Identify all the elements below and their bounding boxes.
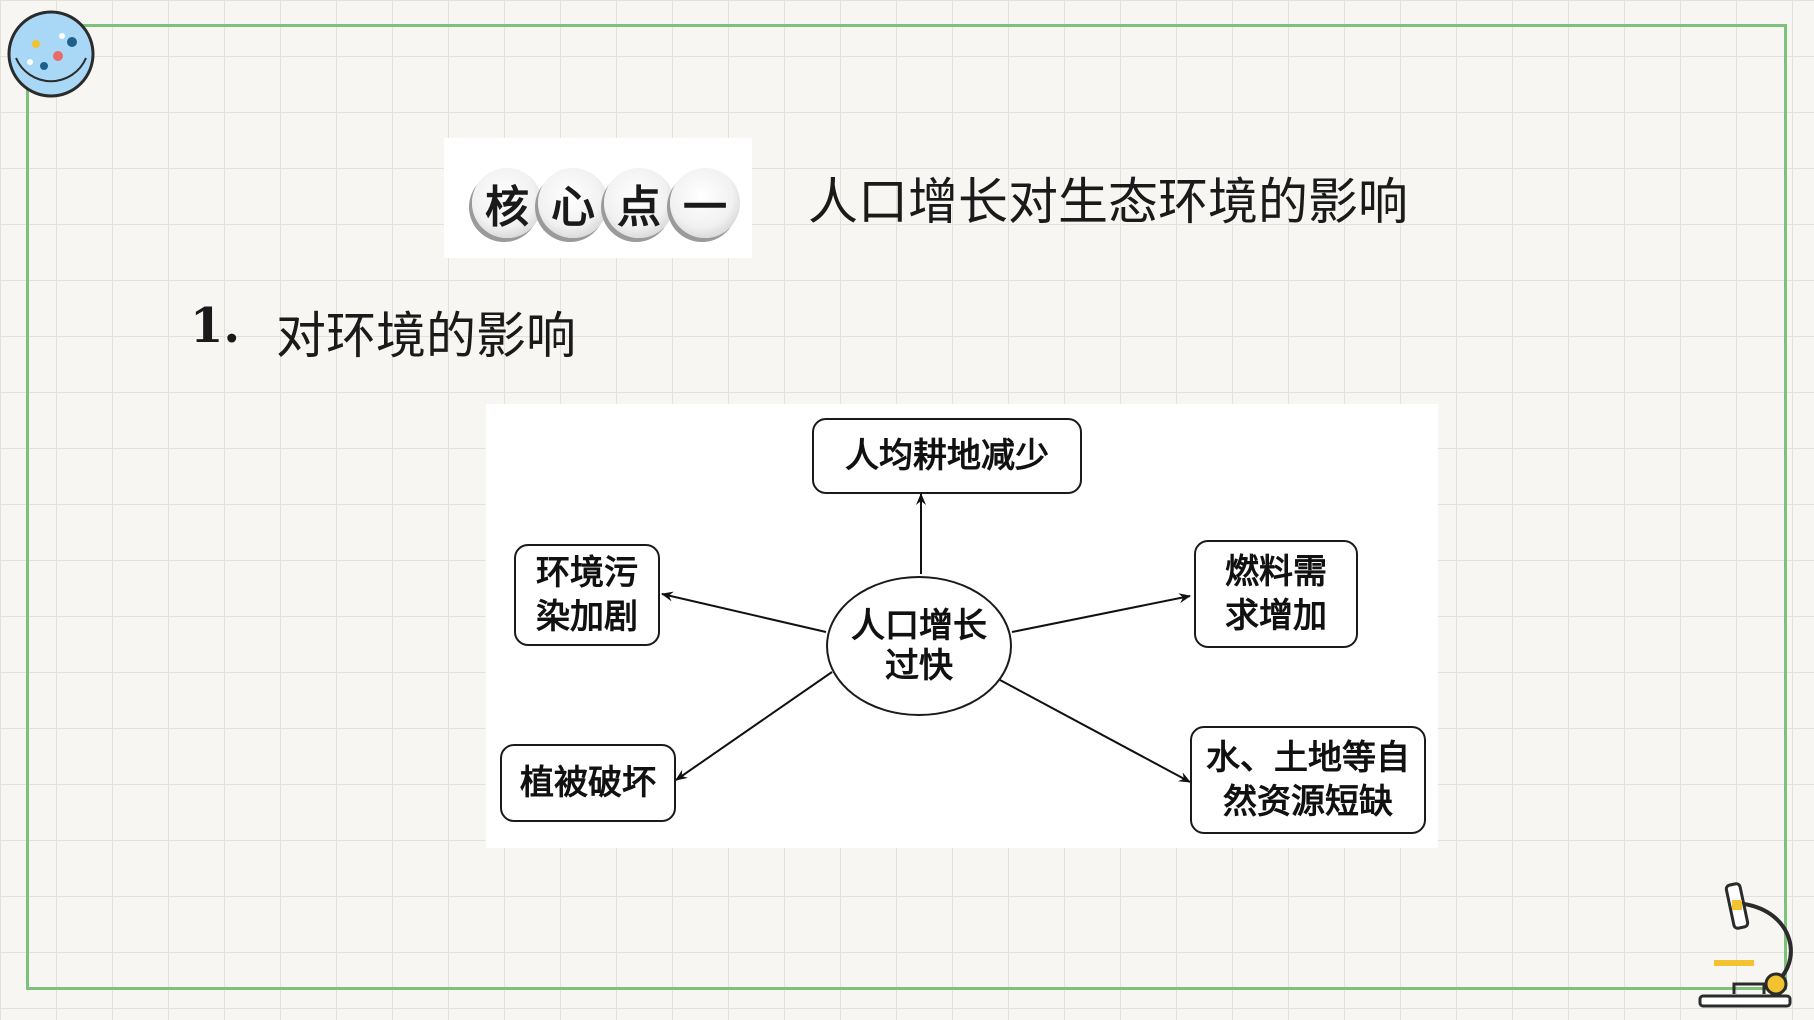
slide-frame (26, 24, 1787, 990)
arrow-to-right-upper (1011, 593, 1191, 633)
arrow-to-left-lower (675, 671, 833, 781)
microscope-icon (1698, 882, 1793, 1008)
node-left-upper: 环境污 染加剧 (514, 544, 660, 646)
key-point-char: 心 (538, 168, 608, 238)
node-right-lower: 水、土地等自 然资源短缺 (1190, 726, 1426, 834)
node-left-lower: 植被破坏 (500, 744, 676, 822)
page-title: 人口增长对生态环境的影响 (808, 173, 1408, 231)
concept-diagram: 人口增长 过快 人均耕地减少 环境污 染加剧 燃料需 求增加 植被破坏 水、土地… (486, 404, 1438, 848)
section-number: 1. (190, 298, 241, 354)
center-node: 人口增长 过快 (826, 576, 1012, 716)
decorative-badge-icon (7, 10, 95, 98)
diagram-arrows (661, 493, 1191, 783)
node-top: 人均耕地减少 (812, 418, 1082, 494)
key-point-char: 一 (670, 168, 740, 238)
section-heading: 对环境的影响 (276, 307, 576, 365)
arrow-to-right-lower (999, 679, 1191, 783)
node-right-upper: 燃料需 求增加 (1194, 540, 1358, 648)
key-point-char: 核 (472, 168, 542, 238)
arrow-to-left-upper (661, 591, 827, 633)
key-point-badge: 核 心 点 一 (444, 138, 752, 258)
key-point-char: 点 (604, 168, 674, 238)
